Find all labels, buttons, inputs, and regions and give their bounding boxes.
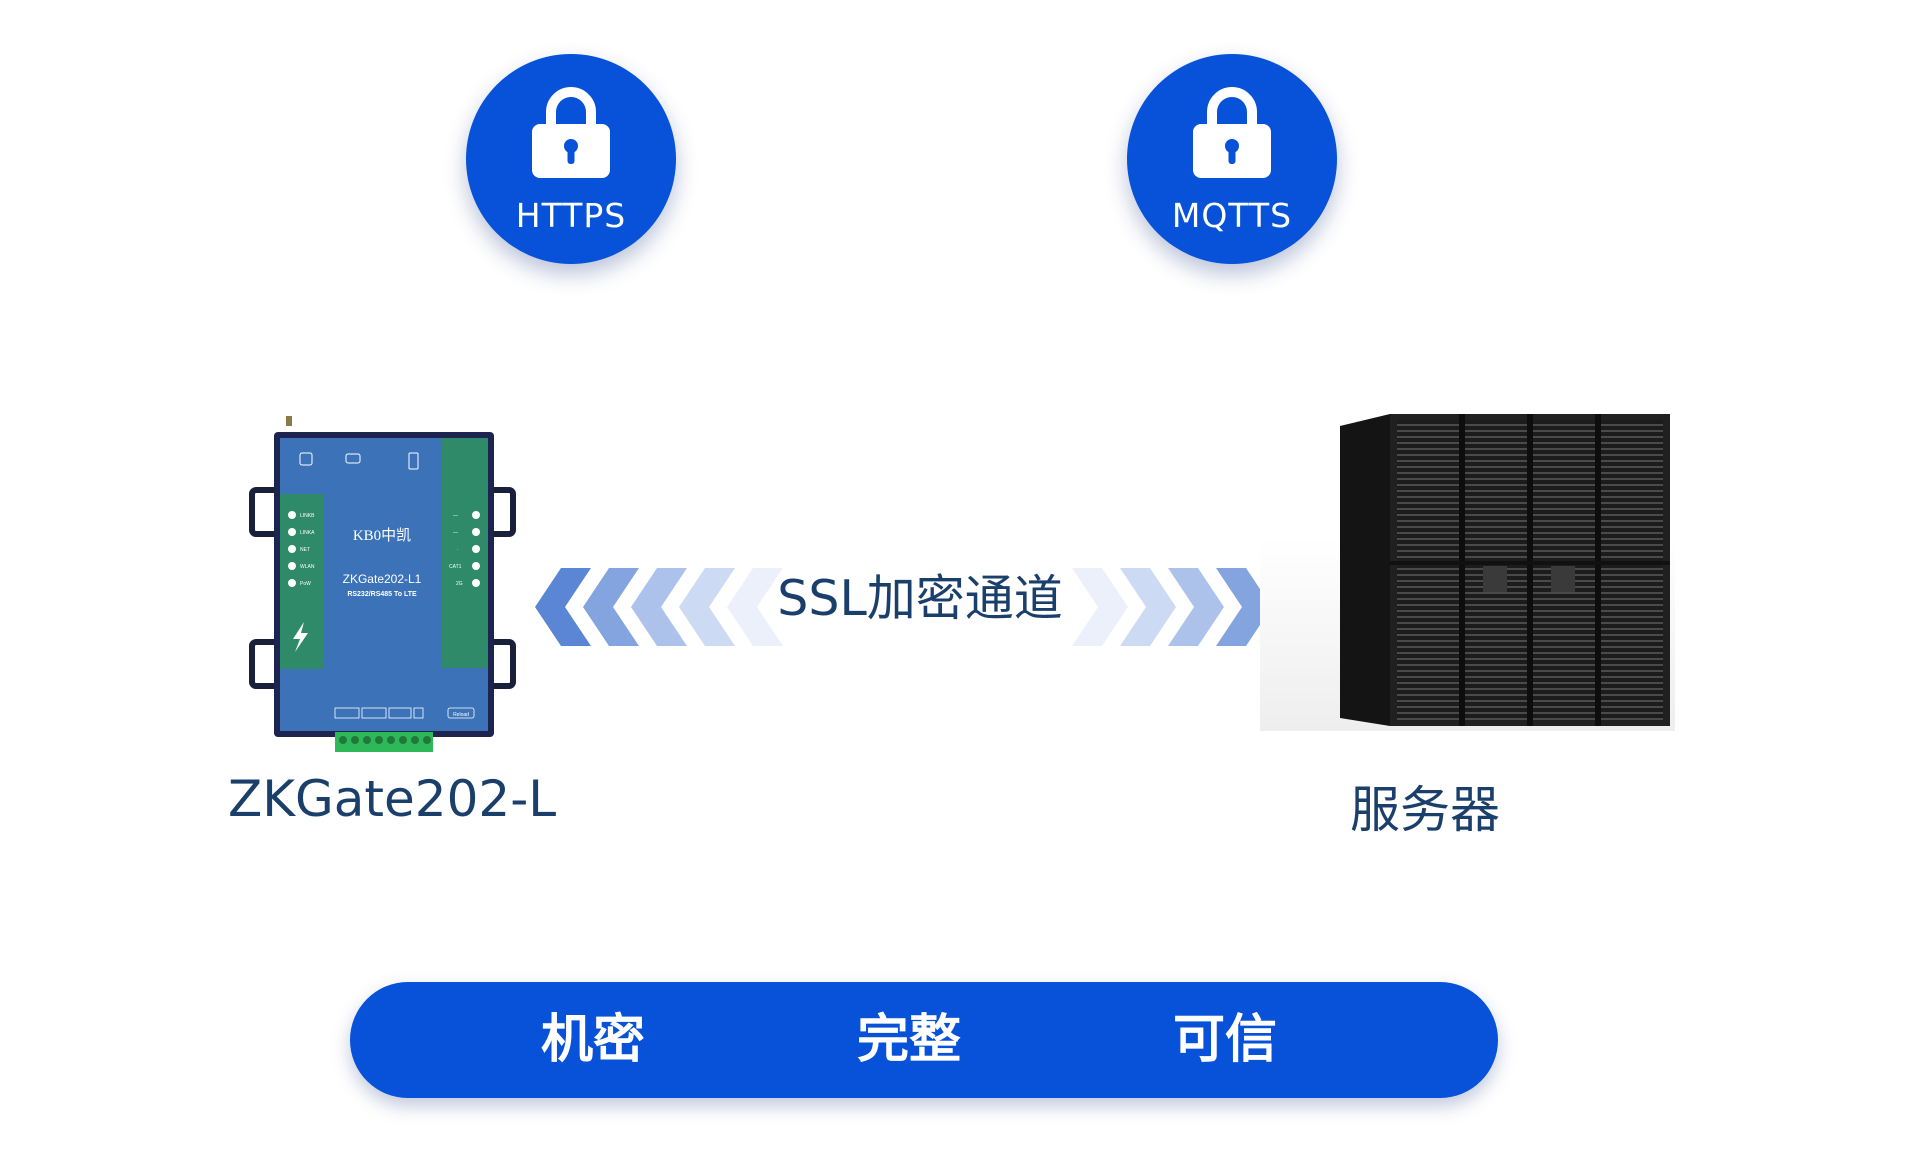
reload-label: Reload [453,712,469,718]
lightning-icon [293,622,308,652]
lock-icon [1193,87,1271,178]
property-trusted: 可信 [1173,1010,1278,1070]
device-name-label: ZKGate202-L [228,770,557,828]
server-name-label: 服务器 [1350,781,1500,839]
device-subtitle: RS232/RS485 To LTE [347,591,417,598]
led-label-wlan: WLAN [300,564,315,570]
led-label-right-1: — [453,513,458,519]
led-label-net: NET [300,547,310,553]
https-badge: HTTPS [466,54,676,264]
device-model: ZKGate202-L1 [343,572,422,586]
security-properties-bar: 机密 完整 可信 [350,982,1498,1098]
led-label-right-2: — [453,530,458,536]
led-label-2g: 2G [456,581,463,587]
led-label-right-3: · [457,547,459,553]
led-label-pow: PoW [300,581,311,587]
device-brand: KB0中凯 [353,527,411,544]
ssl-channel-label: SSL加密通道 [777,570,1063,627]
lock-icon [532,87,610,178]
server-rack-image [1260,414,1675,731]
mqtts-badge: MQTTS [1127,54,1337,264]
led-label-cat1: CAT1 [449,564,462,570]
property-confidential: 机密 [541,1010,646,1070]
property-integrity: 完整 [857,1010,962,1070]
badge-label: HTTPS [515,196,627,235]
badge-label: MQTTS [1171,196,1293,235]
led-label-linkb: LINKB [300,513,315,519]
gateway-device-image: LINKB LINKA NET WLAN PoW — — · CAT1 2G K… [249,416,516,752]
led-label-linka: LINKA [300,530,315,536]
